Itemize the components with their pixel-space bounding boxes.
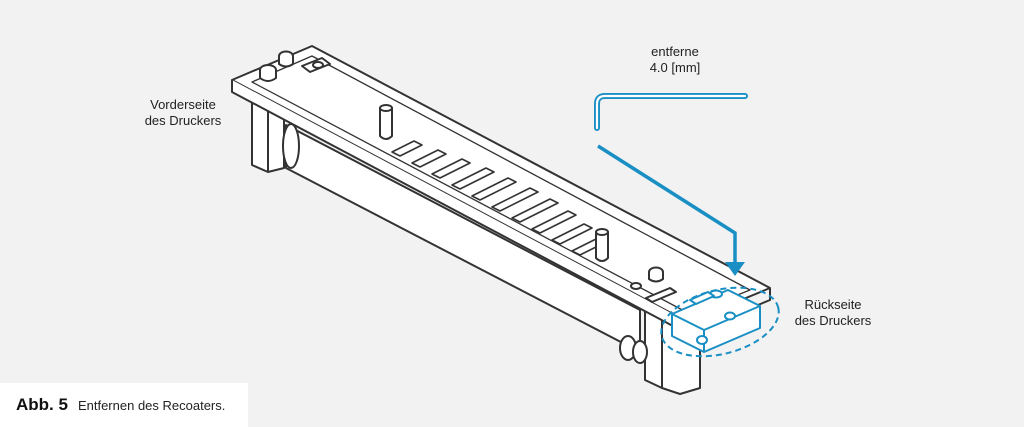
recoater-assembly	[231, 45, 771, 395]
back-label: Rückseite des Druckers	[778, 297, 888, 329]
tool-label-line-2: 4.0 [mm]	[649, 60, 701, 75]
arrow-down-icon	[597, 144, 745, 276]
back-label-line-2: des Druckers	[794, 313, 872, 328]
front-label: Vorderseite des Druckers	[128, 97, 238, 129]
front-fasteners	[259, 50, 331, 82]
back-label-line-1: Rückseite	[804, 297, 862, 312]
tool-label-line-1: entferne	[651, 44, 699, 59]
figure-caption: Abb. 5 Entfernen des Recoaters.	[0, 383, 248, 427]
hex-key-outline	[595, 94, 747, 130]
slot-row	[391, 140, 609, 256]
hex-key-icon	[594, 93, 748, 131]
caption-text: Entfernen des Recoaters.	[77, 397, 226, 413]
standoff-front	[379, 104, 393, 140]
standoff-back	[595, 228, 609, 262]
tool-label: entferne 4.0 [mm]	[630, 44, 720, 76]
front-label-line-2: des Druckers	[144, 113, 222, 128]
back-fasteners	[630, 266, 677, 303]
figure-number: Abb. 5	[16, 395, 68, 414]
front-label-line-1: Vorderseite	[150, 97, 216, 112]
callout-ellipse	[660, 286, 780, 358]
